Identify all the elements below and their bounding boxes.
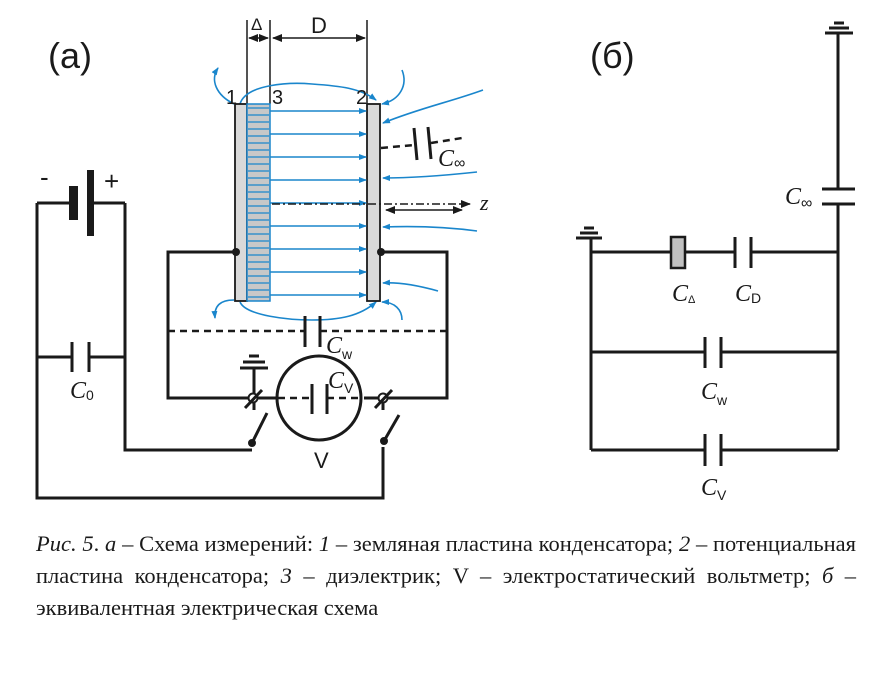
caption-text: – диэлектрик; V – электростатический вол… <box>291 563 822 588</box>
z-axis-label: z <box>479 190 489 215</box>
caption-num-3: 3 <box>280 563 292 588</box>
cinf-b-symbol: C <box>785 184 802 210</box>
battery-plus-label: + <box>104 166 119 196</box>
ground-symbol-b-top <box>825 21 853 35</box>
panel-a-label: (а) <box>48 35 92 76</box>
caption-text: – Схема измерений: <box>116 531 319 556</box>
capacitor-cw-b: C w <box>591 337 838 408</box>
cinf-a-subscript: ∞ <box>454 155 465 172</box>
cinf-a-symbol: C <box>438 146 455 172</box>
caption-text: . <box>93 531 106 556</box>
cw-a-symbol: C <box>326 333 343 359</box>
wire-plate-2 <box>364 250 449 400</box>
ground-plate-1 <box>234 103 248 302</box>
capacitor-cinf-b: C ∞ <box>785 184 855 212</box>
caption-a-mark: а <box>105 531 117 556</box>
capacitor-cdelta <box>669 235 687 270</box>
wire-bottom-loop <box>35 203 385 500</box>
potential-plate-2 <box>366 103 381 302</box>
caption-text: – потенциальная пластина конденсатора; <box>36 531 856 588</box>
caption-num-1: 1 <box>318 531 331 556</box>
wire-plate-1 <box>166 250 278 400</box>
terminal-right <box>373 388 394 410</box>
voltmeter-label: V <box>314 448 329 473</box>
capacitor-cd <box>733 237 838 268</box>
terminal-left <box>243 388 264 410</box>
c0-symbol: C <box>70 378 87 404</box>
panel-a: (а) - + C 0 Δ <box>35 13 489 500</box>
caption-text: – земляная пластина конденсатора; <box>330 531 679 556</box>
plate-3-label: 3 <box>272 87 283 109</box>
cd-subscript: D <box>751 290 761 306</box>
cv-a-symbol: C <box>328 368 345 394</box>
capacitor-cw-a: C w <box>168 316 447 362</box>
caption-text: – эквивалентная электрическая схема <box>36 563 857 620</box>
dimension-marks: Δ D <box>246 13 368 104</box>
battery-minus-label: - <box>40 162 49 192</box>
cd-symbol: C <box>735 281 752 307</box>
electrostatic-voltmeter: C V V <box>275 354 363 473</box>
caption-b-mark: б <box>821 563 834 588</box>
figure-diagram: (а) - + C 0 Δ <box>35 13 855 503</box>
delta-label: Δ <box>251 15 262 34</box>
wire-middle-loop <box>123 203 252 452</box>
capacitor-cinf-a: C ∞ <box>380 126 465 172</box>
capacitor-c0: C 0 <box>37 342 125 404</box>
ground-symbol-b-left <box>576 226 602 240</box>
switch-left[interactable] <box>248 412 269 447</box>
capacitor-cv-b: C V <box>591 434 838 503</box>
cv-b-subscript: V <box>717 487 727 503</box>
cdelta-subscript: Δ <box>688 294 696 306</box>
cdelta-symbol: C <box>672 281 689 307</box>
cw-b-symbol: C <box>701 379 718 405</box>
cinf-b-subscript: ∞ <box>801 195 812 212</box>
uniform-field-lines <box>270 108 367 298</box>
figure-caption: Рис. 5. а – Схема измерений: 1 – земляна… <box>36 528 856 624</box>
c0-subscript: 0 <box>86 387 94 403</box>
fringe-field-lines <box>211 67 484 321</box>
panel-b-label: (б) <box>590 35 635 76</box>
gap-label: D <box>311 13 327 38</box>
plate-2-label: 2 <box>356 87 367 109</box>
cv-b-symbol: C <box>701 475 718 501</box>
cw-a-subscript: w <box>341 346 353 362</box>
battery: - + <box>37 162 125 236</box>
plate-1-label: 1 <box>226 87 237 109</box>
caption-num-2: 2 <box>678 531 691 556</box>
panel-b: (б) C ∞ C <box>576 21 855 503</box>
caption-fig-ref: Рис. 5 <box>36 531 94 556</box>
switch-right[interactable] <box>380 414 401 445</box>
cw-b-subscript: w <box>716 392 728 408</box>
dielectric-3 <box>246 103 271 302</box>
cv-a-subscript: V <box>344 380 354 396</box>
